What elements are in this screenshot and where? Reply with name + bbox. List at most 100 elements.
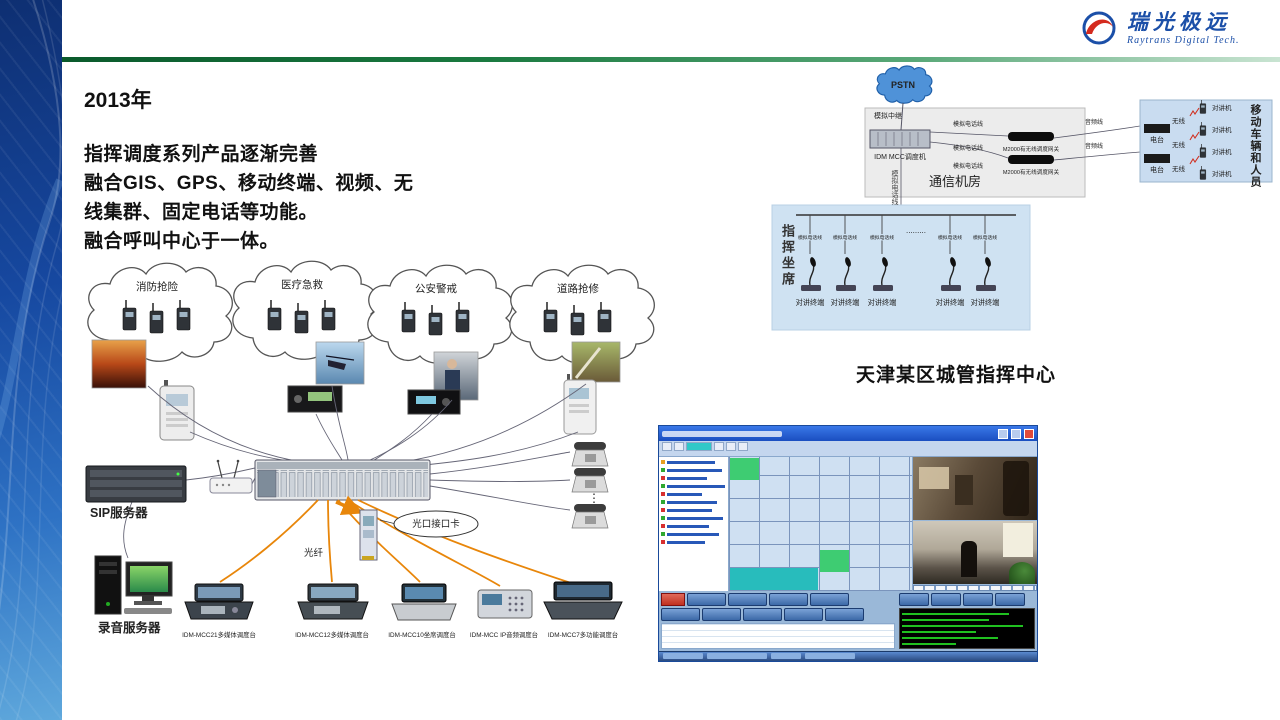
terminal-label: 对讲终端 [796,298,825,307]
left-network-diagram: 消防抢险 医疗急救 公安警戒 道路抢修 [70,256,670,666]
radio-station-label: 电台 [1150,135,1164,144]
ellipsis: ......... [906,226,926,235]
maximize-button-icon [1011,428,1021,439]
wireless-label: 无线 [1172,116,1186,125]
grid-cell-teal [730,568,818,590]
helicopter-photo [315,341,365,385]
cloud-label: 公安警戒 [415,282,457,295]
handheld-label: 对讲机 [1212,169,1232,178]
terminal-label: 对讲终端 [971,298,1000,307]
cloud-medical: 医疗急救 [232,260,378,360]
command-seats-box [771,204,1031,331]
wireless-bolts [1189,107,1200,165]
pstn-link [900,102,904,131]
fire-photo [91,339,147,389]
telephones: ⋮ [571,441,609,529]
recording-server-label: 录音服务器 [98,620,161,635]
terminal-label: 对讲终端 [936,298,965,307]
grid-cell-green [820,550,849,572]
description-line: 融合GIS、GPS、移动终端、视频、无 [84,173,414,194]
mobile-people-box [1139,99,1273,183]
svg-text:模拟电话线: 模拟电话线 [973,234,997,241]
fiber-label: 光纤 [304,547,324,559]
mobile-people-vertical-label: 移动车辆和人员 [1249,104,1261,188]
slide-year: 2013年 [84,89,152,112]
console-label: IDM-MCC10坐席调度台 [388,630,455,639]
video-layout-buttons [913,585,1037,591]
audio-lines [1053,125,1141,161]
sidebar-hatch-pattern [0,0,62,720]
console-label: IDM-MCC7多功能调度台 [548,630,618,639]
analog-line-vertical-label: 模拟电话线 [891,170,898,205]
wireless-label: 无线 [1172,164,1186,173]
gateway-label: M2000有无线调度网关 [1003,168,1060,176]
seat-drop-lines [809,215,986,254]
analog-line-label: 模拟电话线 [953,120,983,128]
screenshot-toolbar [659,441,1037,457]
recording-server [94,555,173,615]
optical-card-label: 光口接口卡 [412,518,460,530]
handheld-label: 对讲机 [1212,103,1232,112]
dispatch-machine-label: IDM MCC调度机 [874,152,926,161]
dispatch-rack-switch [254,459,431,501]
sidebar-curves [0,0,62,720]
console-mcc21 [184,583,254,620]
left-decorative-sidebar [0,0,62,720]
close-button-icon [1024,428,1034,439]
screenshot-button-grid [729,457,913,591]
console-label: IDM-MCC12多媒体调度台 [295,630,369,639]
video-feed-1 [913,457,1037,520]
cloud-road-repair: 道路抢修 [509,264,655,364]
white-handheld-radio [563,374,597,435]
screenshot-title-bar [659,426,1037,441]
callout-line [379,519,397,525]
console-label: IDM-MCC21多媒体调度台 [182,630,256,639]
fiber-links [219,499,581,587]
radio-station-label: 电台 [1150,165,1164,174]
gateway-label: M2000有无线调度网关 [1003,145,1060,153]
handheld-label: 对讲机 [1212,147,1232,156]
analog-line-label: 模拟电话线 [953,162,983,170]
comm-room-label: 通信机房 [929,174,981,189]
wireless-label: 无线 [1172,140,1186,149]
screenshot-log-console [899,608,1035,649]
sip-server [85,465,187,503]
slide-description: 指挥调度系列产品逐渐完善 融合GIS、GPS、移动终端、视频、无 线集群、固定电… [84,140,413,256]
command-seats-vertical-label: 指挥坐席 [780,224,795,288]
logo-mark-icon [1082,11,1116,45]
audio-line-label: 音频线 [1085,142,1103,150]
grid-cell-green [730,458,759,480]
radio-station-devices [1144,124,1170,163]
red-button [661,593,685,606]
screenshot-bottom-panel [659,591,1037,651]
right-architecture-diagram: 通信机房 PSTN 模拟中继 IDM MCC调度机 M2000有无线调度网关 M… [770,62,1278,334]
video-feed-2 [913,521,1037,584]
console-mcc10 [391,583,457,621]
road-photo [571,341,621,383]
cloud-police: 公安警戒 [367,264,513,364]
svg-text:模拟电话线: 模拟电话线 [938,234,962,241]
cloud-links [123,383,587,559]
company-logo: 瑞光极远 Raytrans Digital Tech. [1078,7,1239,49]
minimize-button-icon [998,428,1008,439]
terminal-label: 对讲终端 [831,298,860,307]
cloud-label: 道路抢修 [557,282,599,295]
analog-trunk-label: 模拟中继 [874,111,902,120]
callout-bubble [393,510,479,538]
audio-line-label: 音频线 [1085,118,1103,126]
description-line: 线集群、固定电话等功能。 [84,202,319,223]
title-text-placeholder [662,430,782,437]
analog-line-label: 模拟电话线 [953,144,983,152]
logo-text-block: 瑞光极远 Raytrans Digital Tech. [1127,11,1239,46]
screenshot-tree-panel [659,457,729,591]
console-label: IDM-MCC IP音频调度台 [470,630,538,639]
console-ip-audio [477,589,533,619]
optical-interface-card [359,509,378,561]
screenshot-body [659,457,1037,591]
sip-server-label: SIP服务器 [90,505,148,520]
handheld-label: 对讲机 [1212,125,1232,134]
svg-text:模拟电话线: 模拟电话线 [833,234,857,241]
screenshot-video-panel [913,457,1037,591]
screenshot-list-panel [661,623,895,649]
